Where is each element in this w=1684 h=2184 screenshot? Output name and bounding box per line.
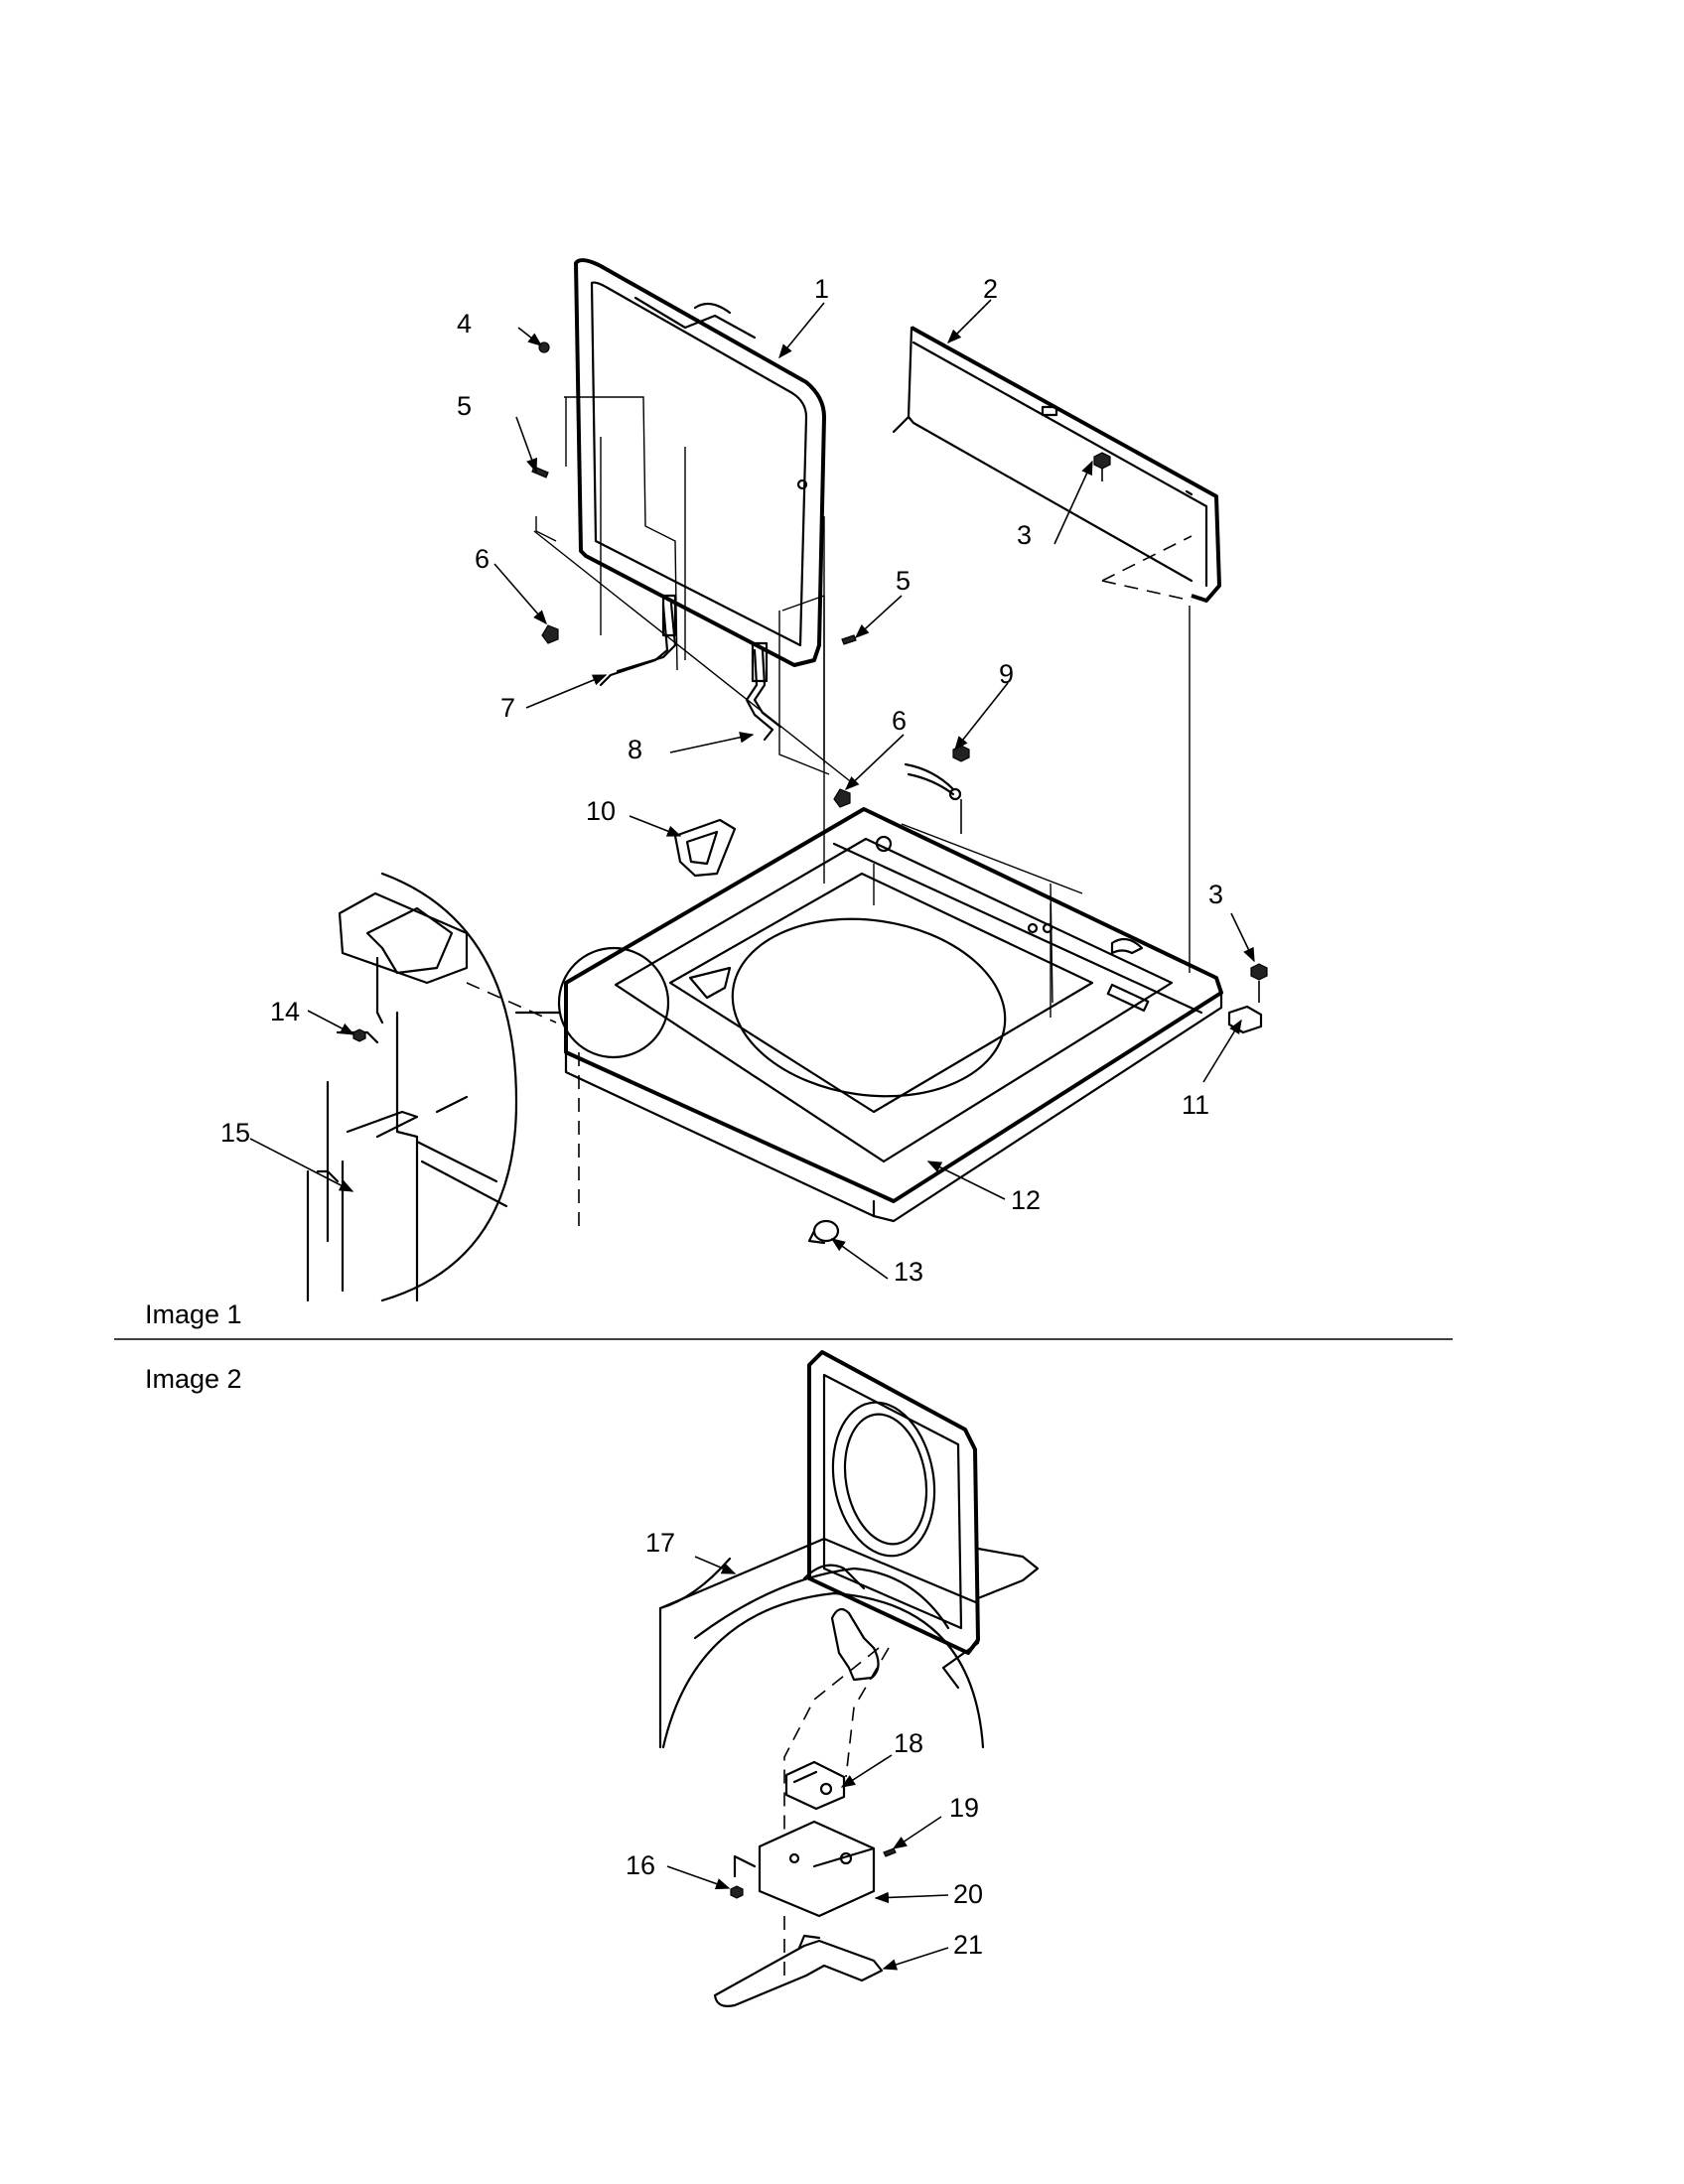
callout-12: 12 xyxy=(1011,1185,1041,1215)
part-2-back-rail xyxy=(892,326,1221,603)
part-16-screw xyxy=(730,1885,744,1899)
part-12-top xyxy=(564,807,1223,1223)
fasteners xyxy=(531,341,1268,1003)
callout-6: 6 xyxy=(475,544,490,574)
callout-10: 10 xyxy=(586,796,616,826)
raised-lid xyxy=(807,1350,980,1655)
image1-diagram: 1 2 3 4 5 5 6 6 7 8 9 10 11 12 13 14 15 … xyxy=(220,258,1268,1302)
part-7-hinge xyxy=(599,594,677,687)
callout-3: 3 xyxy=(1017,520,1032,550)
guide-lines xyxy=(533,396,1191,1018)
callout-15: 15 xyxy=(220,1118,250,1148)
callout-17: 17 xyxy=(645,1528,675,1558)
part-20 xyxy=(733,1820,876,1918)
callouts-image1: 1 2 3 4 5 5 6 6 7 8 9 10 11 12 13 14 15 … xyxy=(220,274,1223,1287)
part-8-hinge xyxy=(745,641,782,742)
callout-4: 4 xyxy=(457,309,472,339)
callout-8: 8 xyxy=(628,735,642,764)
callout-2: 2 xyxy=(983,274,998,304)
callout-16: 16 xyxy=(626,1850,655,1880)
image2-diagram: 17 18 19 16 20 21 xyxy=(626,1350,1040,2007)
callout-1: 1 xyxy=(814,274,829,304)
callout-3: 3 xyxy=(1208,880,1223,909)
callout-18: 18 xyxy=(894,1728,923,1758)
part-21 xyxy=(713,1916,884,2007)
part-18 xyxy=(784,1760,846,1811)
part-11-bracket xyxy=(1227,1005,1263,1034)
callouts-image2: 17 18 19 16 20 21 xyxy=(626,1528,983,1960)
caption-image-2: Image 2 xyxy=(145,1364,242,1394)
callout-6: 6 xyxy=(892,706,907,736)
callout-21: 21 xyxy=(953,1930,983,1960)
part-13-bumper xyxy=(807,1219,840,1245)
callout-20: 20 xyxy=(953,1879,983,1909)
leader-lines-image2 xyxy=(666,1556,949,1971)
callout-13: 13 xyxy=(894,1257,923,1287)
callout-9: 9 xyxy=(999,659,1014,689)
callout-11: 11 xyxy=(1182,1090,1209,1120)
callout-7: 7 xyxy=(500,693,515,723)
leader-lines-image1 xyxy=(249,299,1255,1280)
part-1-lid xyxy=(574,258,826,667)
callout-5: 5 xyxy=(457,391,472,421)
caption-image-1: Image 1 xyxy=(145,1299,242,1329)
callout-19: 19 xyxy=(949,1793,979,1823)
part-19-screw xyxy=(883,1847,897,1857)
detail-callout xyxy=(306,872,670,1302)
part-10-cover xyxy=(673,818,737,878)
callout-14: 14 xyxy=(270,997,300,1026)
callout-5: 5 xyxy=(896,566,911,596)
